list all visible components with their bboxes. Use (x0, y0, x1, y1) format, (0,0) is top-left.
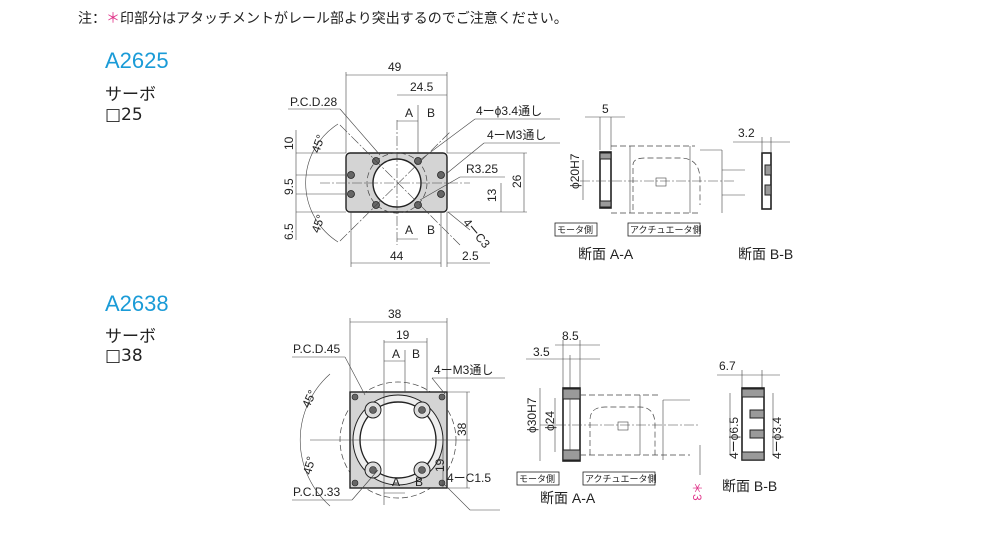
model-code-a2638: A2638 (105, 291, 169, 316)
model-type: サーボ (105, 327, 156, 347)
dim-base: 44 (390, 249, 404, 263)
section-title: 断面 A-A (578, 246, 634, 262)
dim-height: 38 (455, 422, 469, 436)
label-actuator-side: アクチュエータ側 (630, 224, 702, 235)
dim-width: 49 (388, 60, 402, 74)
model-size: □25 (105, 105, 143, 125)
dim-angle: 45° (309, 213, 328, 235)
a2638-section-bb: 6.7 4ーϕ6.5 4ーϕ3.4 断面 B-B (717, 359, 784, 494)
note-asterisk: ＊ (106, 11, 120, 27)
dim-bore: ϕ20H7 (568, 153, 582, 189)
label-motor-side: モータ側 (519, 473, 555, 484)
dim-height: 26 (510, 174, 524, 188)
note-prefix: 注： (78, 11, 106, 27)
dim-9-5: 9.5 (282, 178, 296, 195)
dim-thickness: 8.5 (562, 329, 579, 343)
section-mark-a: A (392, 475, 400, 489)
label-pcd: P.C.D.28 (290, 95, 337, 109)
section-mark-a: A (405, 106, 413, 120)
dim-half-height: 19 (433, 458, 447, 472)
dim-half-height: 13 (485, 188, 499, 202)
label-tapped-hole: 4ーM3通し (487, 128, 546, 142)
label-through-hole: 4ーϕ3.4通し (476, 104, 542, 118)
section-mark-b: B (427, 223, 435, 237)
dim-thickness: 6.7 (719, 359, 736, 373)
dim-6-5: 6.5 (282, 223, 296, 240)
label-motor-side: モータ側 (557, 224, 593, 235)
dim-step: 3.5 (533, 345, 550, 359)
a2625-section-bb: 3.2 断面 B-B (733, 126, 793, 262)
dim-offset: 2.5 (462, 249, 479, 263)
model-size: □38 (105, 346, 143, 366)
model-type: サーボ (105, 85, 156, 105)
dim-half-width: 19 (396, 328, 410, 342)
dim-counterbore: 4ーϕ6.5 (727, 417, 741, 459)
label-pcd-inner: P.C.D.33 (293, 485, 340, 499)
dim-hole: 4ーϕ3.4 (770, 417, 784, 459)
section-mark-a: A (405, 223, 413, 237)
a2638-section-aa: 8.5 3.5 ϕ30H7 ϕ24 ＊3 モータ側 アクチュエータ側 断面 A-… (516, 329, 704, 506)
dim-width: 38 (388, 307, 402, 321)
dim-angle: 45° (309, 133, 328, 155)
section-title: 断面 A-A (540, 490, 596, 506)
label-actuator-side: アクチュエータ側 (585, 473, 657, 484)
dim-thickness: 3.2 (738, 126, 755, 140)
label-chamfer: 4ーC1.5 (447, 471, 491, 485)
dim-half-width: 24.5 (410, 80, 434, 94)
dim-thickness: 5 (602, 102, 609, 116)
a2625-section-aa: 5 ϕ20H7 モータ側 アクチュエータ側 断面 A-A (554, 102, 745, 262)
section-mark-b: B (415, 475, 423, 489)
label-tapped-hole: 4ーM3通し (434, 363, 493, 377)
note-text: 印部分はアタッチメントがレール部より突出するのでご注意ください。 (120, 11, 568, 27)
dim-angle: 45° (300, 455, 318, 476)
section-title: 断面 B-B (738, 246, 793, 262)
dim-10: 10 (282, 136, 296, 150)
caution-note: 注：＊印部分はアタッチメントがレール部より突出するのでご注意ください。 (78, 8, 568, 28)
section-title: 断面 B-B (722, 478, 777, 494)
dim-inner-bore: ϕ24 (543, 411, 557, 431)
model-code-a2625: A2625 (105, 48, 169, 73)
label-radius: R3.25 (466, 162, 498, 176)
dim-bore: ϕ30H7 (525, 397, 539, 433)
label-chamfer: 4ーC3 (460, 216, 493, 251)
label-pcd-outer: P.C.D.45 (293, 342, 340, 356)
label-protrusion: ＊3 (690, 482, 704, 501)
section-mark-a: A (392, 347, 400, 361)
section-mark-b: B (427, 106, 435, 120)
a2625-front-view: 49 24.5 A B A B P.C.D.28 4ーϕ3.4通し 4ーM3通し… (282, 60, 560, 267)
dim-angle: 45° (299, 388, 319, 411)
a2638-front-view: 38 19 A B A B P.C.D.45 P.C.D.33 4ーM3通し 4… (292, 307, 505, 511)
section-mark-b: B (412, 347, 420, 361)
